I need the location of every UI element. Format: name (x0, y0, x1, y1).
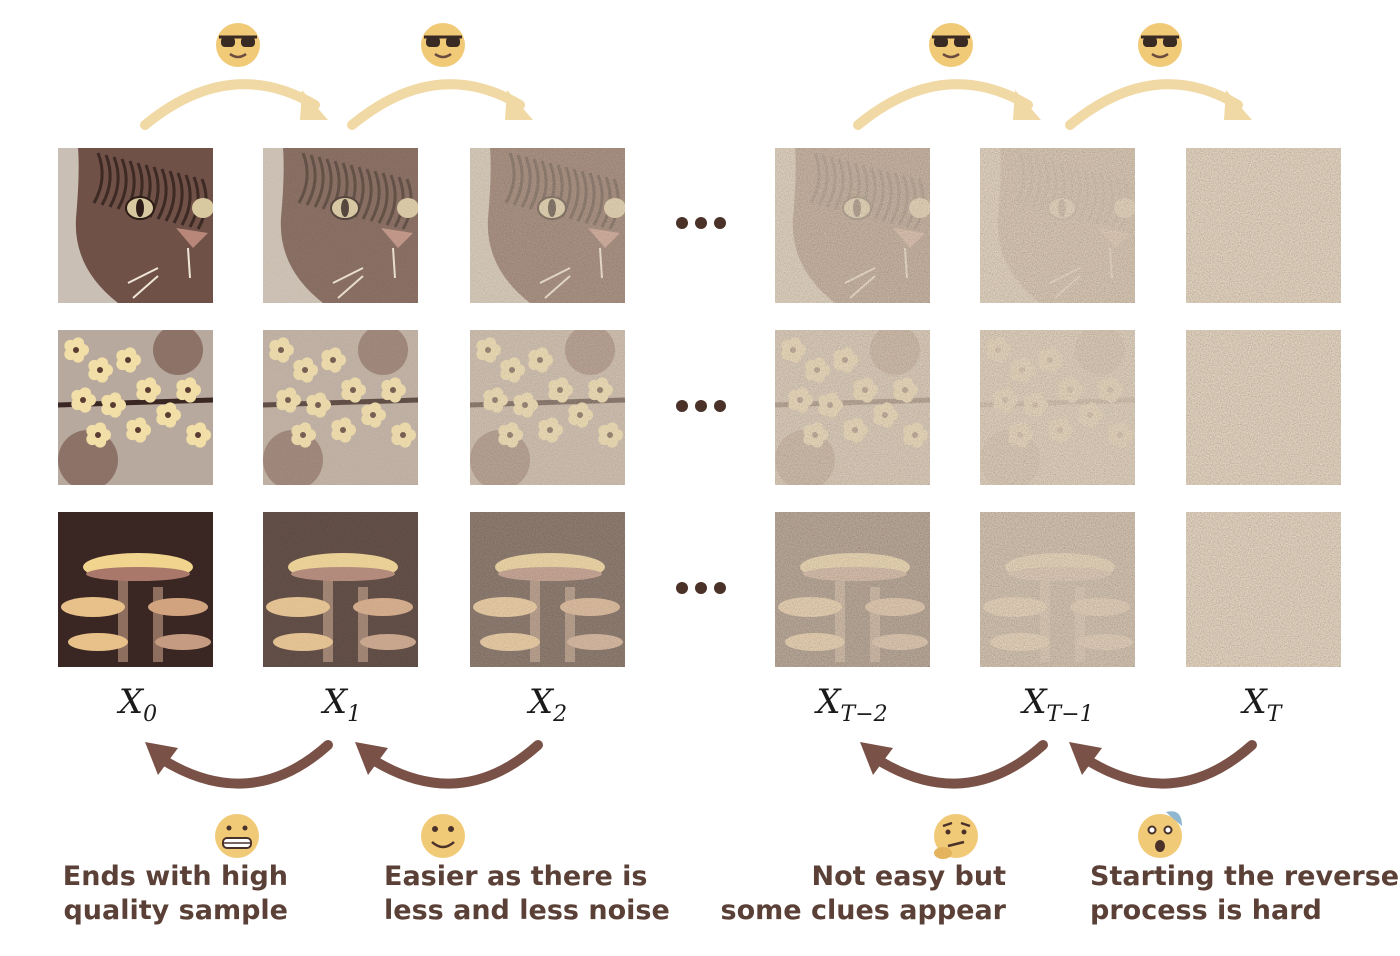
caption-1-line1: Ends with high (62, 861, 288, 892)
emojis (215, 23, 1182, 859)
tile-flowers-5 (1186, 330, 1341, 485)
ellipsis-dot-row2-2 (695, 400, 707, 412)
tile-cat-2 (470, 148, 625, 303)
tile-mushrooms-2 (470, 512, 625, 667)
grimacing-icon (215, 814, 259, 858)
tile-flowers-0 (58, 330, 213, 485)
noise-overlay (775, 512, 930, 667)
tile-mushrooms-1 (263, 512, 418, 667)
noise-overlay (1186, 148, 1341, 303)
noise-overlay (775, 148, 930, 303)
sunglasses-icon-2 (421, 23, 465, 67)
forward-arrow-2 (347, 79, 533, 130)
tile-flowers-1 (263, 330, 418, 485)
noise-overlay (1186, 330, 1341, 485)
ellipsis-dots (676, 217, 726, 594)
tile-cat-1 (263, 148, 418, 303)
noise-overlay (1186, 512, 1341, 667)
sunglasses-icon-4 (1138, 23, 1182, 67)
caption-4: Starting the reverse process is hard (1090, 860, 1400, 928)
caption-2-line2: less and less noise (384, 895, 670, 926)
tile-mushrooms-3 (775, 512, 930, 667)
caption-4-line1: Starting the reverse (1090, 861, 1400, 892)
reverse-arrow-2 (355, 740, 543, 789)
noise-overlay (775, 330, 930, 485)
arrows (140, 79, 1257, 789)
smiling-icon (421, 814, 465, 858)
noise-overlay (470, 330, 625, 485)
label-x2: X2 (528, 682, 568, 727)
noise-overlay (980, 512, 1135, 667)
ellipsis-dot-row1-3 (714, 217, 726, 229)
ellipsis-dot-row3-1 (676, 582, 688, 594)
sunglasses-icon-1 (216, 23, 260, 67)
tile-cat-5 (1186, 148, 1341, 303)
tile-flowers-2 (470, 330, 625, 485)
caption-4-line2: process is hard (1090, 895, 1322, 926)
image-grid (58, 148, 1341, 667)
caption-3-line1: Not easy but (811, 861, 1006, 892)
label-x0: X0 (118, 682, 158, 727)
label-xt-2: XT−2 (816, 682, 888, 727)
label-xt: XT (1242, 682, 1282, 727)
tile-mushrooms-0 (58, 512, 213, 667)
tile-cat-0 (58, 148, 213, 303)
astonished-icon (1138, 811, 1182, 858)
label-xt-1: XT−1 (1022, 682, 1094, 727)
label-x1: X1 (322, 682, 362, 727)
tile-flowers-4 (980, 330, 1135, 485)
sunglasses-icon-3 (929, 23, 973, 67)
tile-flowers-3 (775, 330, 930, 485)
noise-overlay (980, 148, 1135, 303)
caption-1-line2: quality sample (63, 895, 288, 926)
reverse-arrow-3 (860, 740, 1048, 789)
ellipsis-dot-row1-2 (695, 217, 707, 229)
forward-arrow-1 (140, 79, 328, 130)
ellipsis-dot-row2-1 (676, 400, 688, 412)
caption-3-line2: some clues appear (720, 895, 1006, 926)
noise-overlay (980, 330, 1135, 485)
tile-mushrooms-5 (1186, 512, 1341, 667)
forward-arrow-4 (1065, 79, 1252, 130)
reverse-arrow-4 (1069, 740, 1257, 789)
ellipsis-dot-row3-2 (695, 582, 707, 594)
caption-1: Ends with high quality sample (0, 860, 288, 928)
noise-overlay (470, 512, 625, 667)
tile-cat-3 (775, 148, 930, 303)
noise-overlay (263, 512, 418, 667)
ellipsis-dot-row1-1 (676, 217, 688, 229)
tile-mushrooms-4 (980, 512, 1135, 667)
ellipsis-dot-row3-3 (714, 582, 726, 594)
reverse-arrow-1 (145, 740, 333, 789)
tile-cat-4 (980, 148, 1135, 303)
noise-overlay (263, 148, 418, 303)
caption-2-line1: Easier as there is (384, 861, 648, 892)
forward-arrow-3 (853, 79, 1041, 130)
ellipsis-dot-row2-3 (714, 400, 726, 412)
noise-overlay (263, 330, 418, 485)
caption-3: Not easy but some clues appear (686, 860, 1006, 928)
noise-overlay (470, 148, 625, 303)
thinking-icon (934, 814, 978, 859)
caption-2: Easier as there is less and less noise (384, 860, 704, 928)
